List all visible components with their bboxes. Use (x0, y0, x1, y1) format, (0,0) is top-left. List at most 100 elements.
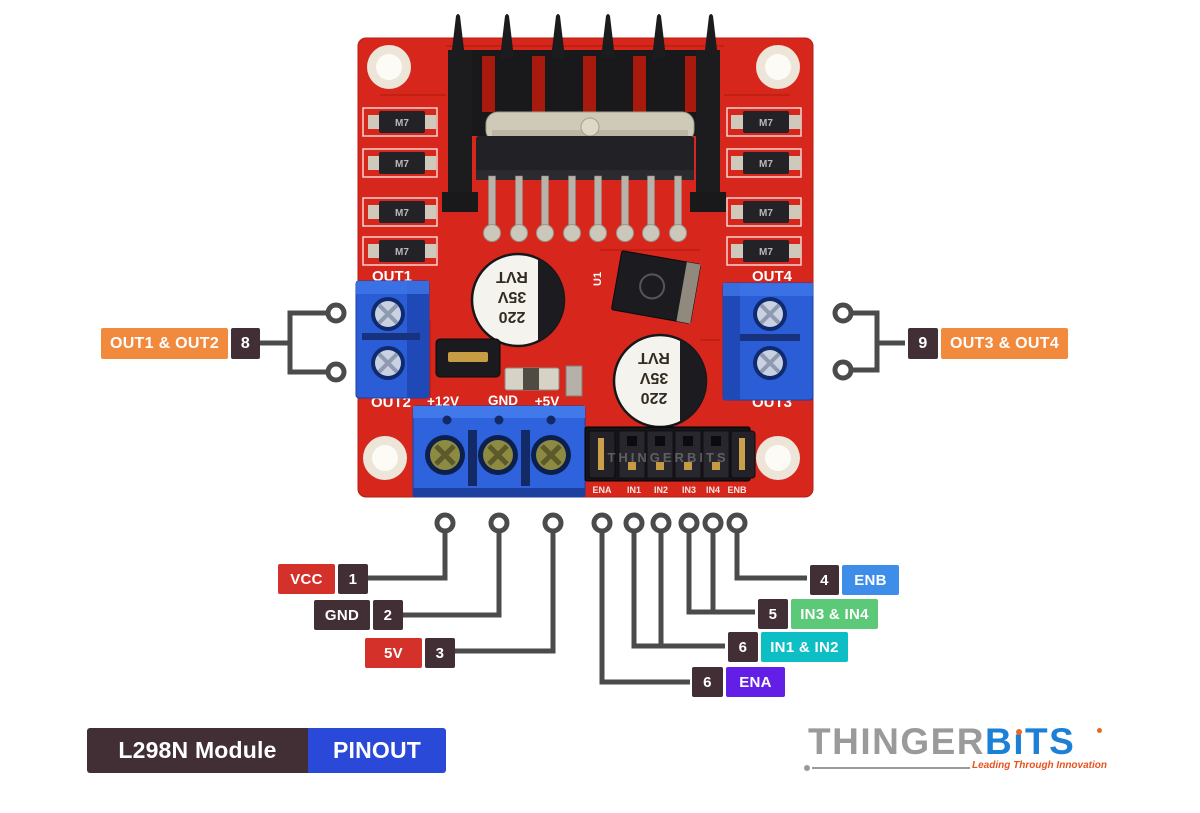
pin-marker (325, 361, 347, 383)
diode-label: M7 (759, 118, 773, 129)
jumper-cap (435, 338, 501, 378)
ic-legs (488, 175, 682, 227)
diode-label: M7 (759, 208, 773, 219)
out3-out4-number-badge: 9 (908, 328, 938, 359)
power-screw (531, 435, 571, 475)
cap-text: 220 (641, 389, 668, 406)
ic-tab-rivet (580, 117, 600, 137)
logo-text-thinger: THINGER (808, 721, 985, 762)
silk-enb: ENB (727, 485, 747, 495)
vcc-number-badge: 1 (338, 564, 368, 594)
enb-number-badge: 4 (810, 565, 839, 595)
in3-in4-number-badge: 5 (758, 599, 788, 629)
diodes-right: M7 M7 M7 M7 (726, 107, 802, 266)
board-watermark: THINGERBITS (607, 450, 728, 465)
pin-marker (542, 512, 564, 534)
pin-marker (591, 512, 613, 534)
pin-label-out3-out4: 9 OUT3 & OUT4 (908, 328, 1068, 359)
diode: M7 (362, 107, 438, 137)
pin-label-5v: 5V 3 (365, 638, 455, 668)
diode: M7 (726, 236, 802, 266)
cap-text: 35V (497, 288, 526, 305)
gnd-label: GND (314, 600, 370, 630)
silk-in3: IN3 (682, 485, 696, 495)
title-module-name: L298N Module (87, 728, 308, 773)
mounting-holes (363, 45, 800, 480)
logo-i-glyph: ı (1013, 721, 1026, 762)
capacitor-1: 220 35V RVT (470, 252, 566, 348)
pin-marker (832, 359, 854, 381)
diode-label: M7 (759, 247, 773, 258)
mounting-hole (756, 436, 800, 480)
header-pin-block (646, 430, 674, 479)
power-screw (425, 435, 465, 475)
silk-ena: ENA (592, 485, 612, 495)
pin-label-ena: 6 ENA (692, 667, 785, 697)
heatsink-fins (451, 14, 718, 58)
pcb-traces (380, 45, 790, 400)
cap-text: RVT (496, 268, 528, 285)
logo-text-b: B (985, 721, 1014, 762)
silk-in4: IN4 (706, 485, 720, 495)
silk-5v: +5V (535, 394, 559, 409)
pin-marker (726, 512, 748, 534)
logo-text-ts: TS (1025, 721, 1076, 762)
ic-body (476, 136, 694, 180)
silk-gnd: GND (488, 393, 518, 408)
silk-12v: +12V (427, 394, 459, 409)
mounting-hole (367, 45, 411, 89)
pin-marker (702, 512, 724, 534)
diode-label: M7 (395, 247, 409, 258)
l298-ic (476, 111, 695, 242)
output-terminal-right (722, 282, 814, 401)
logo-underline (812, 767, 970, 769)
pin-marker (650, 512, 672, 534)
diode: M7 (726, 148, 802, 178)
diode: M7 (726, 197, 802, 227)
ic-solder-pads (483, 224, 687, 242)
pin-label-vcc: VCC 1 (278, 564, 368, 594)
logo-i-dot (1016, 729, 1023, 735)
pin-header: THINGERBITS (584, 426, 756, 482)
heatsink-slits (482, 56, 698, 112)
out3-out4-label: OUT3 & OUT4 (941, 328, 1068, 359)
5v-number-badge: 3 (425, 638, 455, 668)
output-terminal-left (355, 280, 430, 399)
in1-in2-number-badge: 6 (728, 632, 758, 662)
logo-tagline: Leading Through Innovation (972, 760, 1107, 771)
cap-text: RVT (638, 349, 670, 366)
vcc-label: VCC (278, 564, 335, 594)
power-screw (478, 435, 518, 475)
silk-u1: U1 (592, 272, 604, 286)
diodes-left: M7 M7 M7 M7 (362, 107, 438, 266)
diode-label: M7 (395, 159, 409, 170)
in3-in4-label: IN3 & IN4 (791, 599, 878, 629)
header-pin-block (702, 430, 730, 479)
pin-label-in3-in4: 5 IN3 & IN4 (758, 599, 878, 629)
diode: M7 (362, 148, 438, 178)
mounting-hole (756, 45, 800, 89)
out1-out2-number-badge: 8 (231, 328, 260, 359)
title-pinout-badge: PINOUT (308, 728, 446, 773)
out1-out2-label: OUT1 & OUT2 (101, 328, 228, 359)
terminal-screw (371, 346, 405, 380)
terminal-screw (753, 297, 787, 331)
5v-label: 5V (365, 638, 422, 668)
logo-text-i: ı (1013, 722, 1025, 762)
header-pin-block (674, 430, 702, 479)
ena-label: ENA (726, 667, 785, 697)
pin-marker (325, 302, 347, 324)
capacitor-2: 220 35V RVT (612, 333, 708, 429)
logo-underline-dot (804, 765, 810, 771)
silk-in1: IN1 (627, 485, 641, 495)
in1-in2-label: IN1 & IN2 (761, 632, 848, 662)
pin-label-in1-in2: 6 IN1 & IN2 (728, 632, 848, 662)
diode: M7 (726, 107, 802, 137)
gnd-number-badge: 2 (373, 600, 403, 630)
cap-text: 220 (499, 308, 526, 325)
cap-text: 35V (639, 369, 668, 386)
mounting-hole (363, 436, 407, 480)
